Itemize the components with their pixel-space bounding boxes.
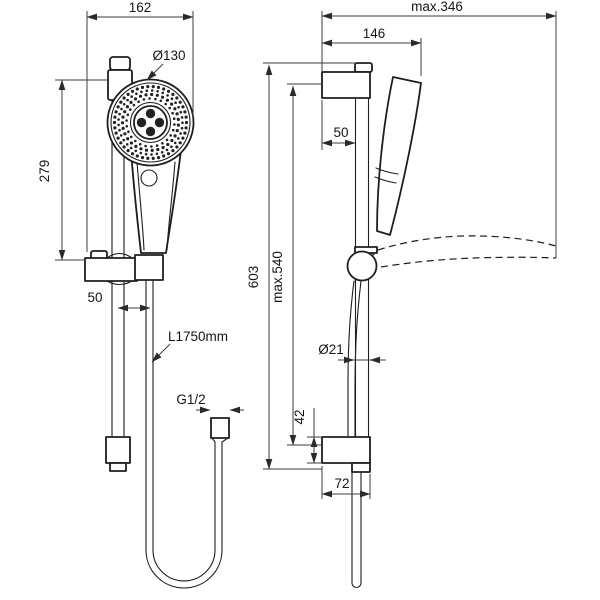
top-bracket-side [321, 62, 373, 99]
dimension-head-diameter: Ø130 [146, 48, 186, 81]
holder-ball-joint [346, 246, 378, 282]
dimension-max-reach: max.346 [321, 0, 557, 258]
dimension-total-height: 603 [246, 62, 356, 470]
dim-label-603: 603 [246, 266, 261, 289]
dim-label-front-50: 50 [87, 290, 102, 305]
dim-label-side-50: 50 [333, 125, 348, 140]
dim-label-162: 162 [129, 0, 152, 15]
dimension-hose-length: L1750mm [151, 329, 228, 363]
spray-nozzle-dots [112, 85, 189, 160]
dim-label-72: 72 [334, 476, 349, 491]
slider-bracket-front [84, 250, 164, 286]
dimension-holder-offset: 50 [87, 290, 151, 312]
shower-hose-front [145, 279, 230, 589]
dim-label-146: 146 [363, 26, 386, 41]
bracket-knob [354, 62, 373, 73]
dimension-max-adjustment: max.540 [270, 83, 322, 446]
center-spray-holes [136, 108, 165, 137]
dim-label-d130: Ø130 [152, 48, 185, 63]
handset-swivel-outline [368, 235, 557, 273]
dimension-wall-offset: 50 [321, 100, 356, 150]
dim-label-max346: max.346 [411, 0, 463, 14]
dim-label-d21: Ø21 [318, 342, 344, 357]
dimension-hose-thread: G1/2 [176, 392, 244, 414]
handset-holder [134, 254, 164, 281]
dimension-front-height: 279 [37, 79, 108, 261]
dim-label-hose-length: L1750mm [168, 329, 228, 344]
dimension-bracket-width: 72 [321, 466, 371, 499]
shower-head-face [106, 78, 195, 167]
side-view: max.346 146 50 603 max.540 [246, 0, 557, 589]
dimension-reach: 146 [321, 26, 422, 76]
dimension-rail-diameter: Ø21 [318, 342, 386, 364]
shower-hose-side [347, 280, 362, 589]
bottom-bracket-front [105, 436, 131, 472]
dim-label-max540: max.540 [270, 251, 285, 303]
dim-label-thread: G1/2 [176, 392, 205, 407]
dim-label-279: 279 [37, 160, 52, 183]
front-view: 162 279 Ø130 50 L1750mm G1/2 [37, 0, 244, 589]
dim-label-42: 42 [292, 409, 307, 424]
spray-mode-button [140, 169, 158, 187]
dimension-front-width: 162 [86, 0, 194, 252]
hose-connection-nut [210, 417, 230, 439]
dimension-bracket-height: 42 [292, 408, 321, 464]
bottom-bracket-side [321, 436, 371, 473]
hand-shower-side [374, 76, 422, 236]
hand-shower-front [130, 149, 182, 254]
